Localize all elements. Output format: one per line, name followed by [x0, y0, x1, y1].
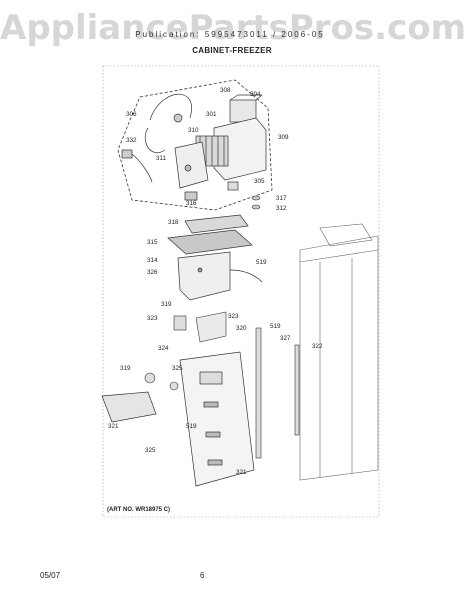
art-number: (ART NO. WR18975 C) [107, 507, 171, 513]
label-326: 319 [161, 301, 172, 308]
label-305: 316 [186, 200, 197, 207]
label-317: 312 [276, 205, 287, 212]
strips-323 [255, 327, 300, 459]
label-519a: 326 [147, 269, 158, 276]
label-308a: 308 [220, 87, 231, 94]
assembly-boundary [117, 79, 273, 211]
label-519c: 320 [236, 325, 247, 332]
label-319a: 323 [228, 313, 239, 320]
frame-border [102, 65, 380, 518]
air-duct [177, 251, 263, 301]
label-309: 332 [126, 137, 137, 144]
part-labels: 308 304 306 301 309 332 310 311 305 316 … [108, 87, 323, 476]
label-319b: 519 [186, 423, 197, 430]
header-text: Publication: 5995473011 / 2006-05 [135, 30, 325, 39]
label-321: 321 [236, 469, 247, 476]
label-312: 318 [168, 219, 179, 226]
label-327: 319 [120, 365, 131, 372]
housing-324 [101, 391, 157, 423]
part-322 [169, 381, 179, 391]
label-325: 325 [145, 447, 156, 454]
label-308: 306 [126, 111, 137, 118]
watermark: AppliancePartsPros.com [0, 8, 464, 48]
label-323a: 519 [270, 323, 281, 330]
footer-page-number: 6 [200, 571, 205, 580]
part-327 [144, 372, 156, 384]
label-322: 325 [172, 365, 183, 372]
cabinet-outline [299, 223, 379, 481]
damper-326 [173, 315, 187, 331]
label-306: 301 [206, 111, 217, 118]
shield-319 [195, 311, 227, 343]
label-310: 311 [156, 155, 167, 162]
label-323b: 322 [312, 343, 323, 350]
label-320: 324 [158, 345, 169, 352]
label-301: 309 [278, 134, 289, 141]
cover-panels [167, 214, 253, 255]
label-519d: 327 [280, 335, 291, 342]
screws-316-317 [251, 195, 261, 210]
label-324: 321 [108, 423, 119, 430]
label-316: 317 [276, 195, 287, 202]
label-311: 305 [254, 178, 265, 185]
label-314: 519 [256, 259, 267, 266]
freezer-liner [179, 351, 255, 487]
label-304: 304 [250, 91, 261, 98]
label-519b: 323 [147, 315, 158, 322]
evaporator-assembly [121, 93, 267, 201]
label-332: 310 [188, 127, 199, 134]
label-315: 314 [147, 257, 158, 264]
label-318: 315 [147, 239, 158, 246]
section-title: CABINET-FREEZER [192, 46, 272, 55]
footer-date: 05/07 [40, 571, 61, 580]
